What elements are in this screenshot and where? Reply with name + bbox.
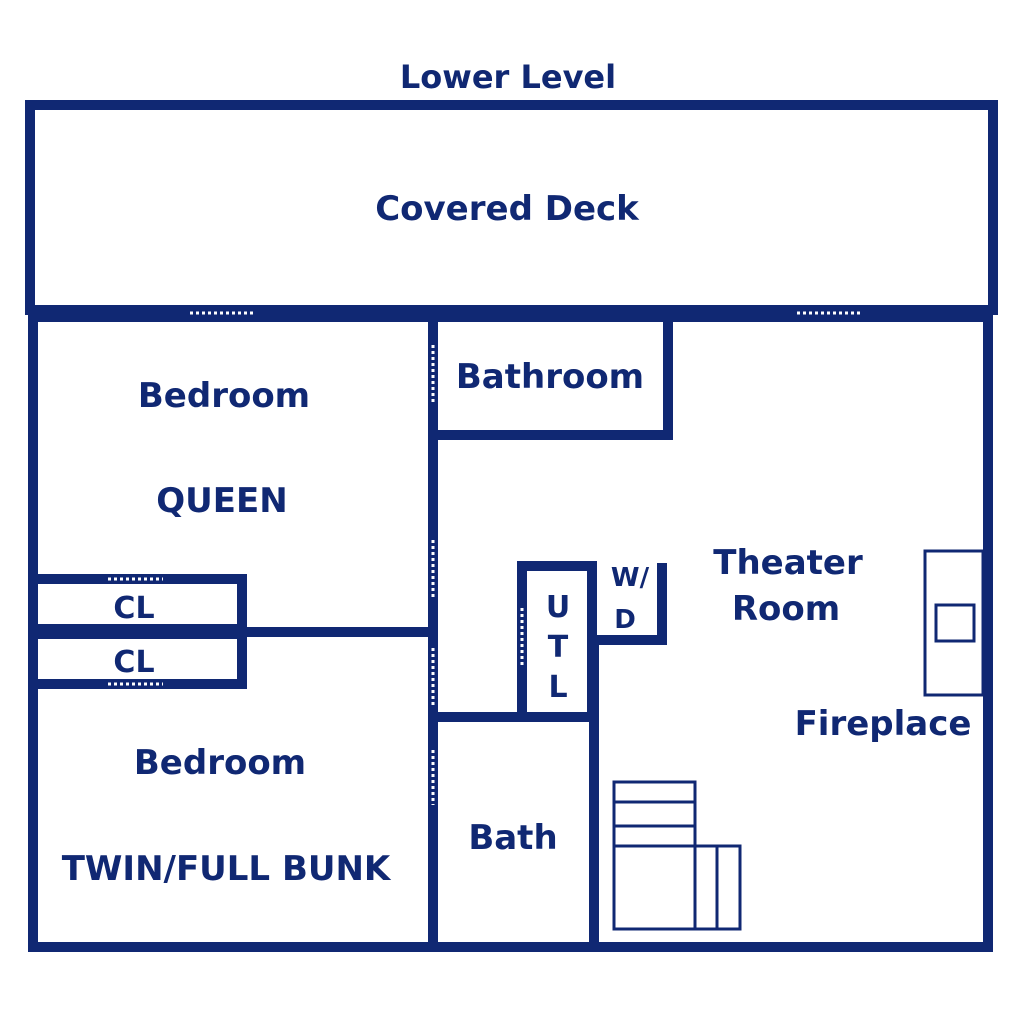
covered-deck-wall xyxy=(25,100,998,315)
washer-dryer-label-d: D xyxy=(614,605,636,635)
utility-label-l: L xyxy=(548,670,567,705)
closet-upper-label: CL xyxy=(113,591,154,626)
theater-room-label-line1: Theater xyxy=(713,543,863,583)
plan-title: Lower Level xyxy=(400,58,616,96)
sofa-back-top xyxy=(612,780,697,804)
sofa-seat xyxy=(612,844,697,931)
closet-lower-wall xyxy=(28,629,247,689)
bathroom-label: Bathroom xyxy=(456,357,644,397)
bath-label: Bath xyxy=(468,818,557,858)
bedroom-queen-bed-label: QUEEN xyxy=(156,481,287,521)
sofa-side-inner xyxy=(693,844,719,931)
utility-label-t: T xyxy=(548,630,569,665)
covered-deck-label: Covered Deck xyxy=(375,189,640,229)
washer-dryer-wall xyxy=(587,563,667,645)
sofa-side-outer xyxy=(715,844,742,931)
bathroom-wall xyxy=(428,312,673,440)
fireplace-hearth xyxy=(923,549,985,697)
bedroom-bunk-bed-label: TWIN/FULL BUNK xyxy=(62,849,392,889)
fireplace-label: Fireplace xyxy=(795,704,972,744)
sofa-back-middle xyxy=(612,800,697,828)
sofa-back-lower xyxy=(612,824,697,848)
closet-lower-label: CL xyxy=(113,645,154,680)
bedroom-queen-label: Bedroom xyxy=(138,376,310,416)
washer-dryer-label-w: W/ xyxy=(611,563,650,593)
bedroom-bunk-label: Bedroom xyxy=(134,743,306,783)
fireplace-firebox xyxy=(934,603,976,643)
theater-room-label-line2: Room xyxy=(732,589,840,629)
utility-label-u: U xyxy=(546,590,570,625)
